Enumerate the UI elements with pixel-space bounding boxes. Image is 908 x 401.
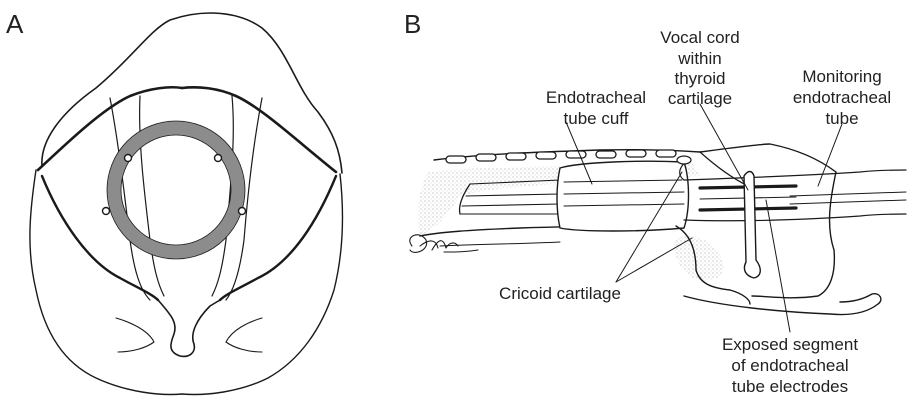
label-line: Cricoid cartilage [499, 284, 621, 303]
left-cuneiform-curve [116, 318, 154, 352]
label-line: Vocal cord [660, 28, 739, 47]
outer-outline [30, 170, 343, 394]
artist-signature [410, 235, 478, 253]
tube-ring-inner-edge [121, 135, 231, 245]
thyroid-inner-curve [700, 152, 748, 186]
tracheal-ring [566, 151, 586, 158]
tracheal-ring [506, 153, 526, 160]
tracheal-ring [446, 156, 466, 163]
label-line: Monitoring [802, 67, 881, 86]
label-exposed-segment: Exposed segment of endotracheal tube ele… [722, 335, 858, 396]
tracheal-ring [476, 154, 496, 161]
label-line: of endotracheal [731, 356, 848, 375]
label-line: tube electrodes [732, 377, 848, 396]
tube-line [462, 204, 560, 206]
electrode-dot [125, 155, 132, 162]
tracheal-ring [536, 152, 556, 159]
cartilage-node [677, 156, 691, 164]
label-line: cartilage [668, 89, 732, 108]
label-line: endotracheal [793, 88, 891, 107]
label-vocal-cord: Vocal cord within thyroid cartilage [660, 28, 739, 108]
tube-ring [114, 128, 238, 252]
tracheal-ring [656, 150, 676, 157]
label-monitoring-tube: Monitoring endotracheal tube [793, 67, 891, 128]
panel-a: A [6, 9, 342, 394]
tracheal-ring [626, 150, 646, 157]
label-line: tube cuff [564, 109, 629, 128]
tube-cuff [557, 161, 689, 231]
electrode-dot [103, 208, 110, 215]
tracheal-ring [596, 151, 616, 158]
label-line: Endotracheal [546, 88, 646, 107]
tube-line [466, 194, 560, 196]
cricoid-stipple [674, 236, 724, 280]
monitoring-tube-bottom [684, 214, 906, 221]
monitoring-tube-top [684, 170, 906, 180]
right-vocal-fold-inner [212, 96, 233, 296]
label-cricoid-cartilage: Cricoid cartilage [499, 284, 621, 303]
label-endotracheal-tube-cuff: Endotracheal tube cuff [546, 88, 646, 128]
right-cuneiform-curve [226, 318, 262, 352]
label-line: thyroid [674, 69, 725, 88]
panel-b-letter: B [404, 9, 421, 39]
monitoring-tube-line [790, 200, 906, 204]
panel-b: B [404, 9, 906, 396]
epiglottis-outline [42, 13, 342, 173]
label-line: Exposed segment [722, 335, 858, 354]
label-line: tube [825, 109, 858, 128]
monitoring-tube-line [790, 192, 906, 196]
leader-monitoring [818, 124, 842, 186]
electrode-dot [215, 155, 222, 162]
electrode-dot [239, 208, 246, 215]
panel-a-letter: A [6, 9, 24, 39]
posterior-notch [158, 300, 220, 356]
label-line: within [677, 49, 721, 68]
